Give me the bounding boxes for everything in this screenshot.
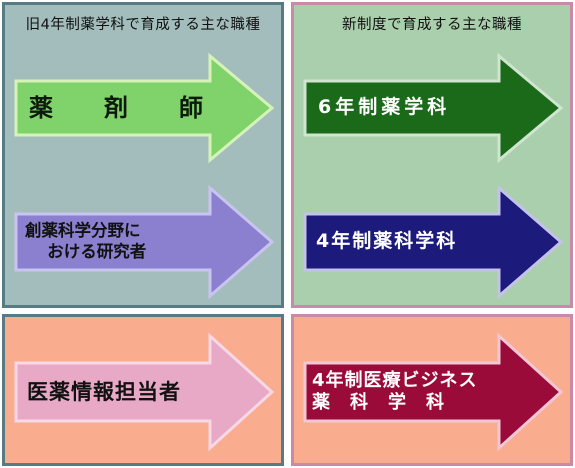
bottom-left-panel: 医薬情報担当者 [2, 314, 284, 466]
label-4yr-healthcare-business: 4年制医療ビジネス 薬 科 学 科 [312, 363, 478, 421]
label-pharmacist-line-1: 薬 剤 師 [29, 94, 204, 122]
label-4yr-healthcare-business-line-1: 4年制医療ビジネス [312, 369, 478, 391]
right-panel-header: 新制度で育成する主な職種 [342, 16, 522, 33]
left-panel-header: 旧4年制薬学科で育成する主な職種 [25, 16, 261, 33]
label-6yr-pharmacy: 6年制薬学科 [318, 81, 450, 135]
arrow-pharmacist [14, 52, 275, 164]
label-drug-research: 創薬科学分野に おける研究者 [25, 214, 146, 270]
label-mr-line-1: 医薬情報担当者 [27, 379, 181, 404]
arrow-6yr-pharmacy [303, 52, 564, 164]
arrow-drug-research [14, 184, 275, 300]
arrow-4yr-healthcare-business [303, 332, 564, 452]
bottom-right-panel: 4年制医療ビジネス 薬 科 学 科 [291, 314, 573, 466]
label-drug-research-line-2: おける研究者 [25, 242, 147, 261]
right-panel: 新制度で育成する主な職種 6年制薬学科 4年制薬科学科 [291, 2, 573, 308]
label-pharmacist: 薬 剤 師 [29, 81, 204, 135]
label-mr: 医薬情報担当者 [27, 363, 181, 421]
label-drug-research-line-1: 創薬科学分野に [25, 221, 141, 241]
arrow-4yr-pharma-science [303, 184, 564, 300]
label-4yr-pharma-science-line-1: 4年制薬科学科 [316, 230, 458, 253]
label-6yr-pharmacy-line-1: 6年制薬学科 [318, 96, 451, 119]
left-panel: 旧4年制薬学科で育成する主な職種 薬 剤 師 創薬科学分野に おける研究者 [2, 2, 284, 308]
label-4yr-pharma-science: 4年制薬科学科 [316, 214, 457, 270]
label-4yr-healthcare-business-line-2: 薬 科 学 科 [312, 392, 445, 413]
arrow-mr [14, 332, 275, 452]
